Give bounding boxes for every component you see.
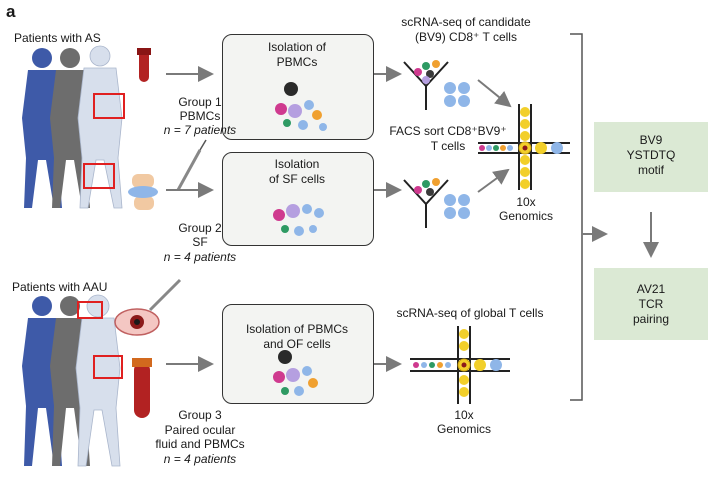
tenx-a-line-1: 10x: [516, 195, 536, 209]
syringe-icon: [148, 278, 182, 312]
tenx-b-line-1: 10x: [454, 408, 474, 422]
tenx-a-line-2: Genomics: [498, 209, 554, 223]
av21-line-1: AV21: [636, 282, 666, 296]
bv9-line-3: motif: [637, 163, 664, 177]
isolation-box-pbmcs-of: [222, 304, 374, 404]
sorted-cells: [444, 194, 470, 219]
group2-sample: SF: [192, 235, 208, 249]
facs-sorter-icon: [403, 60, 449, 110]
bv9-motif-box: [594, 122, 708, 192]
candidate-seq-line-1: scRNA-seq of candidate: [401, 15, 531, 29]
cell-cluster-icon: [273, 204, 324, 236]
isolation-box-pbmcs: [222, 34, 374, 140]
candidate-seq-line-2: (BV9) CD8⁺ T cells: [415, 30, 517, 44]
as-group-title: Patients with AS: [14, 31, 101, 45]
blood-tube-icon: [137, 48, 151, 82]
bv9-line-1: BV9: [639, 133, 663, 147]
av21-pairing-box: [594, 268, 708, 340]
group3-sample-1: Paired ocular: [164, 423, 236, 437]
facs-sorter-icon: [403, 178, 449, 228]
tenx-b-line-2: Genomics: [436, 422, 492, 436]
group3-name: Group 3: [178, 408, 222, 422]
knee-joint-icon: [128, 174, 158, 210]
group3-n: n = 4 patients: [163, 452, 237, 466]
arrow: [477, 168, 510, 193]
cell-cluster-icon: [273, 350, 318, 396]
panel-label: a: [6, 2, 16, 21]
isolation-2-line-2: of SF cells: [268, 172, 325, 186]
tenx-chip-icon: [478, 104, 570, 190]
eye-highlight-box: [77, 301, 103, 319]
blood-highlight-box: [93, 355, 123, 379]
cell-cluster-icon: [275, 82, 327, 131]
eye-icon: [114, 308, 160, 336]
group1-n: n = 7 patients: [163, 123, 237, 137]
facs-sort-line-2: T cells: [430, 139, 466, 153]
syringe-icon: [176, 139, 207, 191]
bv9-line-2: YSTDTQ: [626, 148, 676, 162]
pbmc-highlight-box: [93, 93, 125, 119]
aau-group-title: Patients with AAU: [12, 280, 108, 294]
isolation-1-line-2: PBMCs: [276, 55, 318, 69]
group1-sample: PBMCs: [179, 109, 221, 123]
group2-name: Group 2: [178, 221, 222, 235]
group1-name: Group 1: [178, 95, 222, 109]
isolation-3-line-2: and OF cells: [263, 337, 331, 351]
as-patient-figures: [22, 45, 125, 209]
group3-sample-2: fluid and PBMCs: [155, 437, 245, 451]
av21-line-3: pairing: [632, 312, 670, 326]
av21-line-2: TCR: [638, 297, 664, 311]
sorted-cells: [444, 82, 470, 107]
facs-sort-line-1: FACS sort CD8⁺BV9⁺: [389, 124, 507, 138]
blood-tube-icon: [132, 358, 152, 418]
results-bracket: [570, 33, 583, 401]
group2-n: n = 4 patients: [163, 250, 237, 264]
aau-patient-figures: [22, 294, 123, 467]
arrow: [477, 79, 512, 108]
isolation-box-sf: [222, 152, 374, 246]
tenx-chip-icon: [410, 326, 510, 404]
isolation-1-line-1: Isolation of: [267, 40, 327, 54]
isolation-2-line-1: Isolation: [274, 157, 320, 171]
global-seq-label: scRNA-seq of global T cells: [396, 306, 544, 320]
knee-highlight-box: [83, 163, 115, 189]
isolation-3-line-1: Isolation of PBMCs: [245, 322, 349, 336]
